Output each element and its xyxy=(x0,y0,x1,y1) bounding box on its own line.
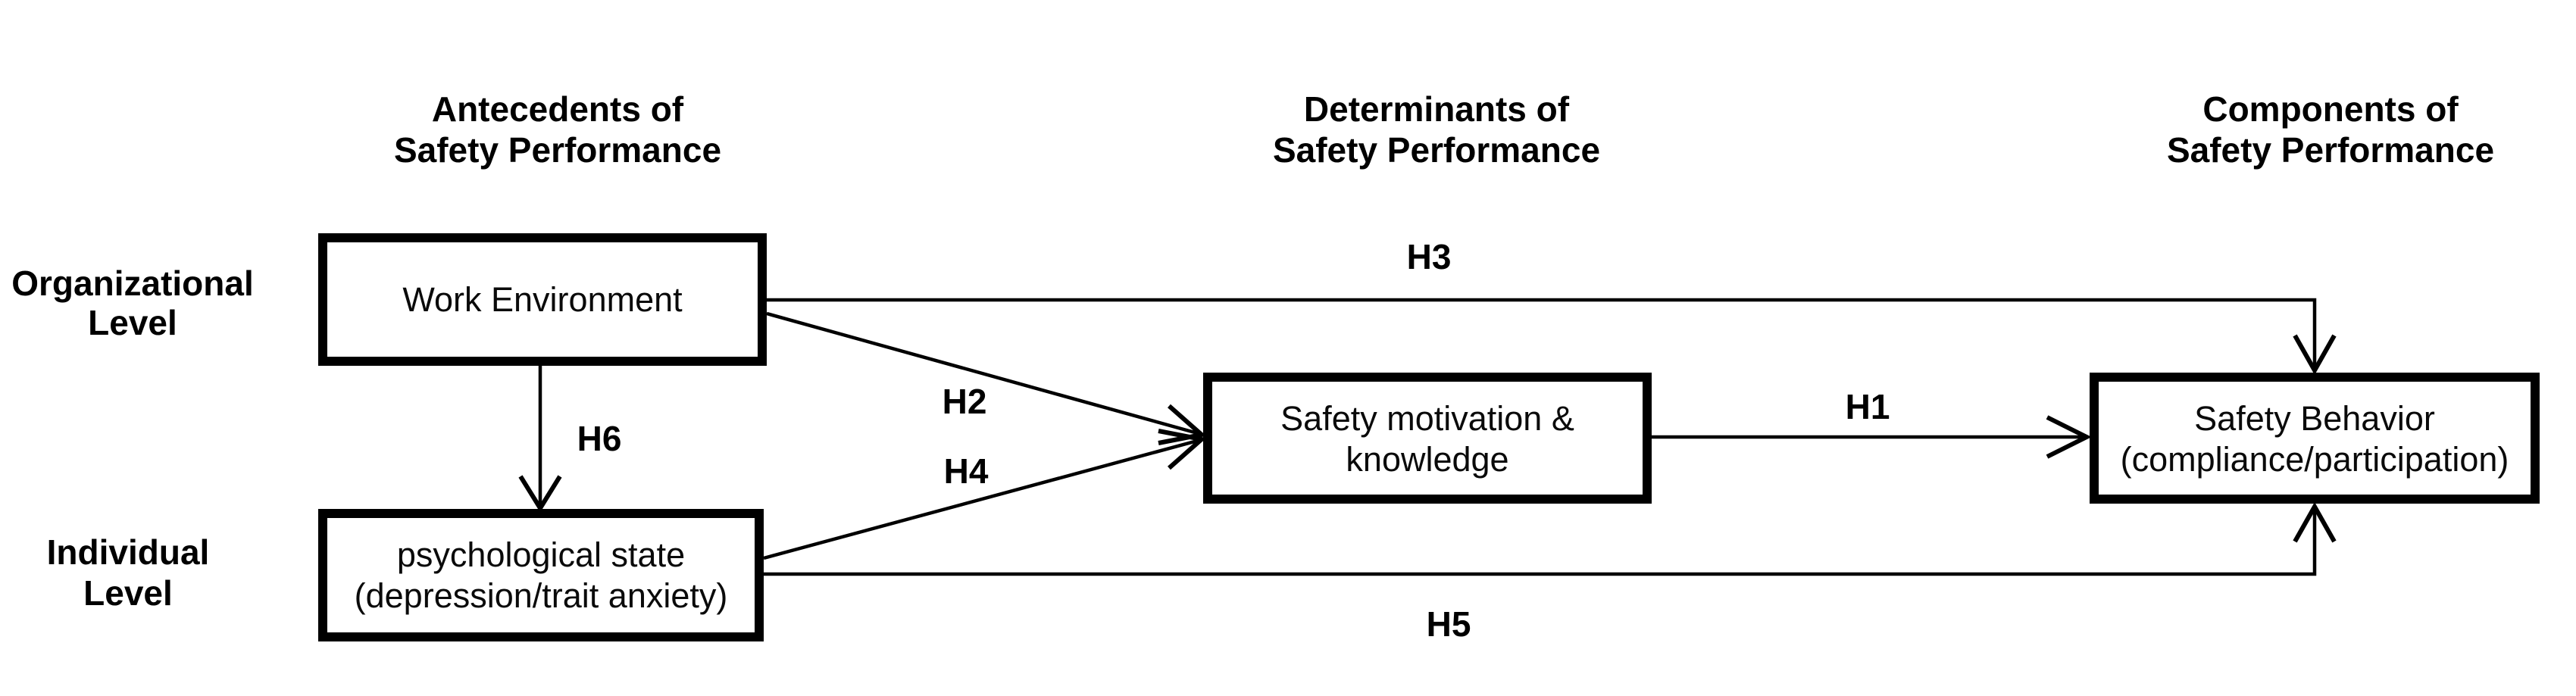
column-header-determinants-line2: Safety Performance xyxy=(1273,130,1600,170)
hypothesis-label-h3: H3 xyxy=(1407,237,1452,276)
hypothesis-label-h4: H4 xyxy=(944,451,989,491)
node-safety-behavior: Safety Behavior (compliance/participatio… xyxy=(2090,373,2540,504)
hypothesis-label-h5: H5 xyxy=(1427,604,1471,644)
safety-behavior-label-line2: (compliance/participation) xyxy=(2121,440,2509,479)
column-header-antecedents-line2: Safety Performance xyxy=(394,130,721,170)
safety-behavior-label-line1: Safety Behavior xyxy=(2194,399,2435,438)
arrow-h3 xyxy=(767,298,2337,376)
node-psychological-state: psychological state (depression/trait an… xyxy=(318,509,764,641)
arrow-h2-head-icon xyxy=(1158,404,1207,445)
arrow-h6-head-icon xyxy=(518,475,562,513)
column-header-determinants-line1: Determinants of xyxy=(1304,89,1570,129)
safety-motivation-label-line2: knowledge xyxy=(1346,440,1508,479)
hypothesis-label-h6: H6 xyxy=(577,419,622,458)
hypothesis-label-h2: H2 xyxy=(943,382,987,421)
arrow-h4-line xyxy=(763,438,1201,560)
psychological-state-label-line2: (depression/trait anxiety) xyxy=(355,576,728,615)
column-header-determinants: Determinants of Safety Performance xyxy=(1273,89,1600,170)
arrow-h5 xyxy=(764,501,2337,576)
row-label-organizational-level: Organizational Level xyxy=(11,264,253,342)
arrow-h2 xyxy=(766,311,1207,445)
arrow-h2-line xyxy=(766,311,1201,436)
column-header-components-line2: Safety Performance xyxy=(2167,130,2494,170)
node-safety-motivation: Safety motivation & knowledge xyxy=(1203,373,1652,504)
work-environment-box xyxy=(318,233,767,366)
column-header-antecedents: Antecedents of Safety Performance xyxy=(394,89,721,170)
arrow-h4 xyxy=(763,429,1207,560)
arrow-h4-head-icon xyxy=(1158,429,1207,470)
arrow-h1-head-icon xyxy=(2046,415,2092,459)
safety-motivation-box xyxy=(1203,373,1652,504)
column-header-antecedents-line1: Antecedents of xyxy=(432,89,684,129)
hypothesis-label-h1: H1 xyxy=(1846,387,1890,426)
arrow-h5-line xyxy=(764,508,2317,576)
arrow-h1 xyxy=(1652,415,2092,459)
safety-motivation-label-line1: Safety motivation & xyxy=(1280,399,1574,438)
arrow-h3-head-icon xyxy=(2293,334,2337,376)
row-label-organizational-line1: Organizational xyxy=(11,264,253,303)
arrow-h5-head-icon xyxy=(2293,501,2337,543)
column-header-components-line1: Components of xyxy=(2202,89,2459,129)
arrow-h3-line xyxy=(767,298,2317,369)
safety-behavior-box xyxy=(2090,373,2540,504)
arrow-h6 xyxy=(518,366,562,513)
psychological-state-label-line1: psychological state xyxy=(397,535,685,574)
row-label-individual-line1: Individual xyxy=(47,532,210,572)
row-label-individual-line2: Level xyxy=(83,573,173,613)
row-label-organizational-line2: Level xyxy=(88,303,177,342)
node-work-environment: Work Environment xyxy=(318,233,767,366)
row-label-individual-level: Individual Level xyxy=(47,532,210,613)
work-environment-label: Work Environment xyxy=(402,280,683,319)
column-header-components: Components of Safety Performance xyxy=(2167,89,2494,170)
psychological-state-box xyxy=(318,509,764,641)
